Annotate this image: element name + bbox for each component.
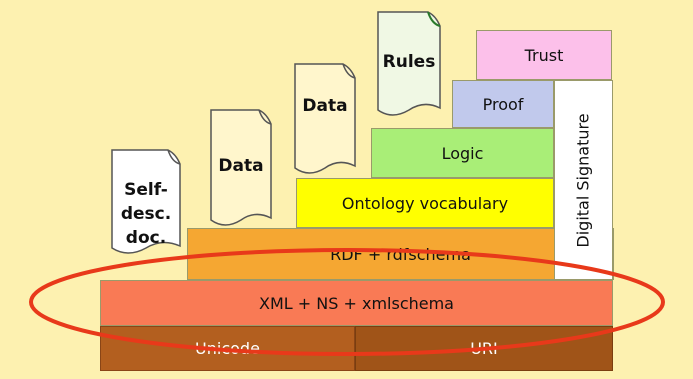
data-doc-1-label: Data xyxy=(218,156,264,176)
self-desc-doc-icon: Self- desc. doc. xyxy=(110,148,182,258)
self-desc-line-2: desc. xyxy=(120,204,172,224)
uri-layer: URI xyxy=(355,326,613,371)
digital-signature-label: Digital Signature xyxy=(574,112,594,248)
rdf-layer: RDF + rdfschema xyxy=(187,228,614,280)
xml-layer: XML + NS + xmlschema xyxy=(100,280,613,326)
trust-label: Trust xyxy=(524,45,564,65)
rules-doc-label: Rules xyxy=(382,52,436,72)
ontology-layer: Ontology vocabulary xyxy=(296,178,554,228)
proof-layer: Proof xyxy=(452,80,554,128)
rules-doc-icon: Rules xyxy=(376,10,442,120)
rdf-label: RDF + rdfschema xyxy=(330,244,471,264)
data-doc-1-icon: Data xyxy=(209,108,273,230)
xml-label: XML + NS + xmlschema xyxy=(259,293,454,313)
proof-label: Proof xyxy=(482,94,524,114)
self-desc-line-3: doc. xyxy=(125,228,167,248)
digital-signature-layer: Digital Signature xyxy=(554,80,613,280)
unicode-label: Unicode xyxy=(195,339,260,358)
ontology-label: Ontology vocabulary xyxy=(341,193,509,213)
trust-layer: Trust xyxy=(476,30,612,80)
logic-label: Logic xyxy=(441,143,484,163)
data-doc-2-label: Data xyxy=(302,96,348,116)
logic-layer: Logic xyxy=(371,128,554,178)
unicode-layer: Unicode xyxy=(100,326,355,371)
uri-label: URI xyxy=(470,339,498,358)
self-desc-line-1: Self- xyxy=(124,180,168,200)
data-doc-2-icon: Data xyxy=(293,62,357,178)
